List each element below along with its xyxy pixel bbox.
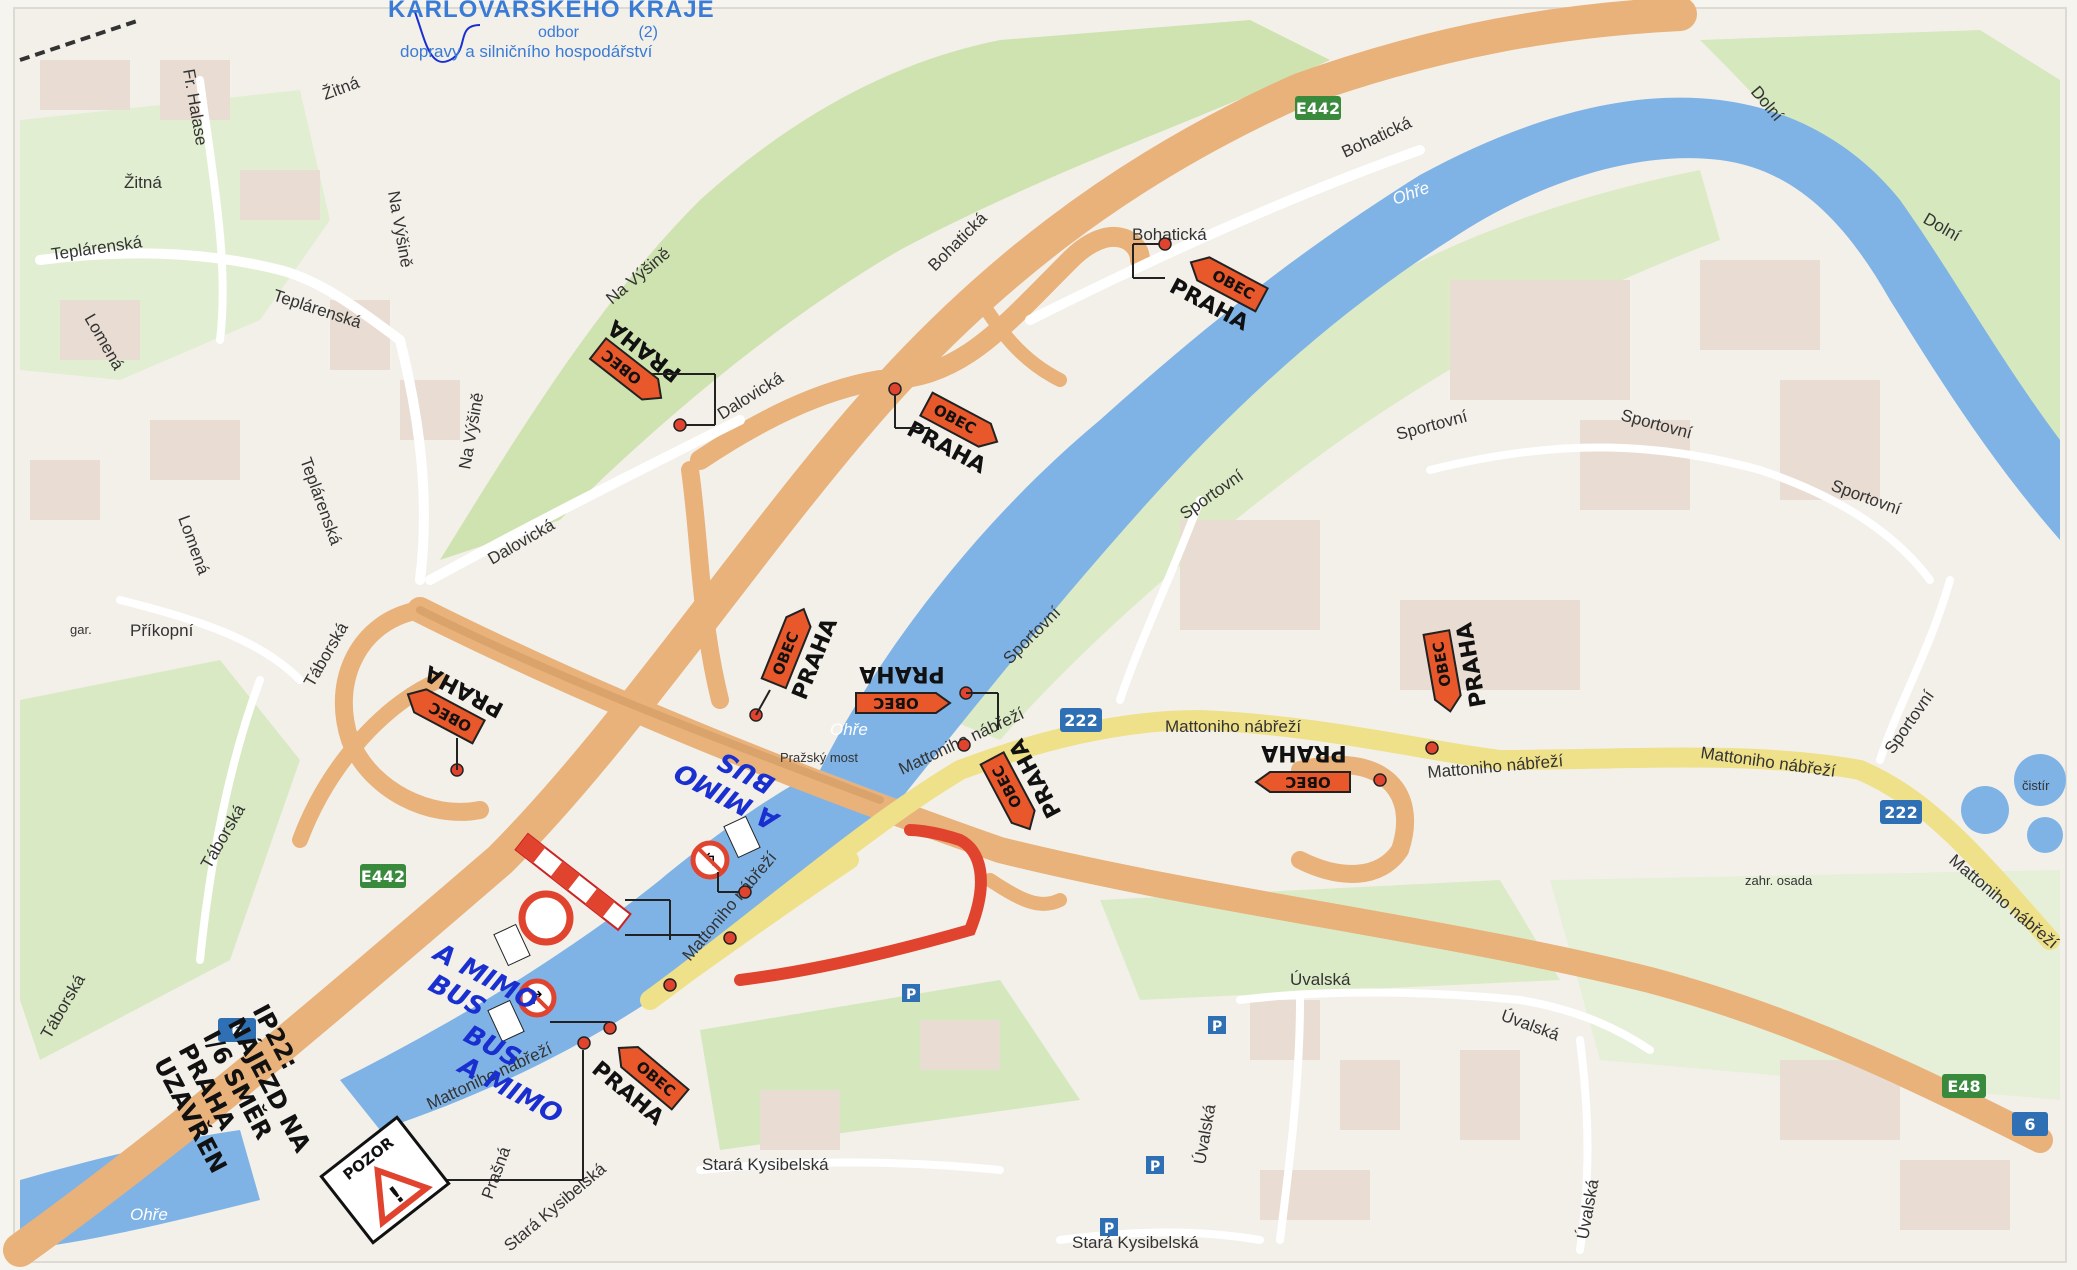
- svg-text:P: P: [1212, 1019, 1222, 1035]
- svg-text:OBEC: OBEC: [873, 694, 918, 712]
- svg-text:6: 6: [231, 1021, 242, 1040]
- authority-stamp: KARLOVARSKÉHO KRAJE odbor (2) dopravy a …: [388, 0, 758, 62]
- label-gar: gar.: [70, 622, 92, 637]
- label-zitna-2: Žitná: [124, 173, 162, 192]
- svg-text:P: P: [1104, 1221, 1114, 1237]
- shield-e442-north: E442: [1295, 96, 1341, 120]
- label-ohre-2: Ohře: [830, 720, 868, 739]
- shield-route-222-east: 222: [1880, 800, 1922, 824]
- label-bohaticka-2: Bohatická: [1132, 225, 1207, 244]
- shield-e48: E48: [1942, 1074, 1986, 1098]
- shield-route-6-east: 6: [2012, 1112, 2048, 1136]
- direction-signs: OBEC PRAHA OBEC PRAHA OBEC PRAHA OBEC: [406, 237, 1492, 1131]
- poi-markers: P P P P: [902, 984, 1226, 1237]
- stamp-authority: KARLOVARSKÉHO KRAJE: [388, 0, 715, 23]
- svg-text:PRAHA: PRAHA: [859, 661, 945, 686]
- closure-barrier: ↰ ↱: [440, 815, 761, 1181]
- closed-ramp: [734, 824, 987, 986]
- svg-text:E442: E442: [1296, 99, 1340, 118]
- svg-text:E48: E48: [1947, 1077, 1980, 1096]
- svg-text:222: 222: [1884, 803, 1917, 822]
- shield-route-222-center: 222: [1060, 708, 1102, 732]
- label-stara-kysibelska-1: Stará Kysibelská: [702, 1155, 829, 1174]
- label-uvalska-1: Úvalská: [1290, 970, 1351, 989]
- svg-text:6: 6: [2024, 1115, 2035, 1134]
- label-mattoniho-2: Mattoniho nábřeží: [1165, 717, 1301, 736]
- road-e48: [407, 597, 2053, 1153]
- label-stara-kysibelska-3: Stará Kysibelská: [1072, 1233, 1199, 1252]
- stamp-department: odbor: [538, 24, 579, 41]
- label-cistirna: čistír: [2022, 778, 2050, 793]
- shield-route-6-west: 6: [218, 1018, 256, 1042]
- svg-text:P: P: [1150, 1159, 1160, 1175]
- stamp-department-name: dopravy a silničního hospodářství: [400, 42, 653, 61]
- label-prikopni: Příkopní: [130, 621, 194, 640]
- sign-praha-5: OBEC PRAHA: [855, 661, 952, 714]
- svg-text:OBEC: OBEC: [1285, 773, 1330, 791]
- svg-text:PRAHA: PRAHA: [1261, 740, 1347, 765]
- sign-praha-8: OBEC PRAHA: [1254, 740, 1351, 793]
- shield-e442-west: E442: [360, 864, 406, 888]
- road-shields: E442 E442 E48 6 6 222 222: [218, 96, 2048, 1136]
- road-network: [3, 0, 2060, 1267]
- road-mattoniho: [640, 710, 2060, 1010]
- svg-text:E442: E442: [361, 867, 405, 886]
- no-entry-sign: [518, 890, 574, 946]
- svg-text:P: P: [906, 987, 916, 1003]
- label-ohre-3: Ohře: [130, 1205, 168, 1224]
- label-prazsky-most: Pražský most: [780, 750, 858, 765]
- svg-text:222: 222: [1064, 711, 1097, 730]
- stamp-copy-number: (2): [638, 24, 658, 41]
- label-zahr-osada: zahr. osada: [1745, 873, 1813, 888]
- road-e442: [3, 0, 1697, 1267]
